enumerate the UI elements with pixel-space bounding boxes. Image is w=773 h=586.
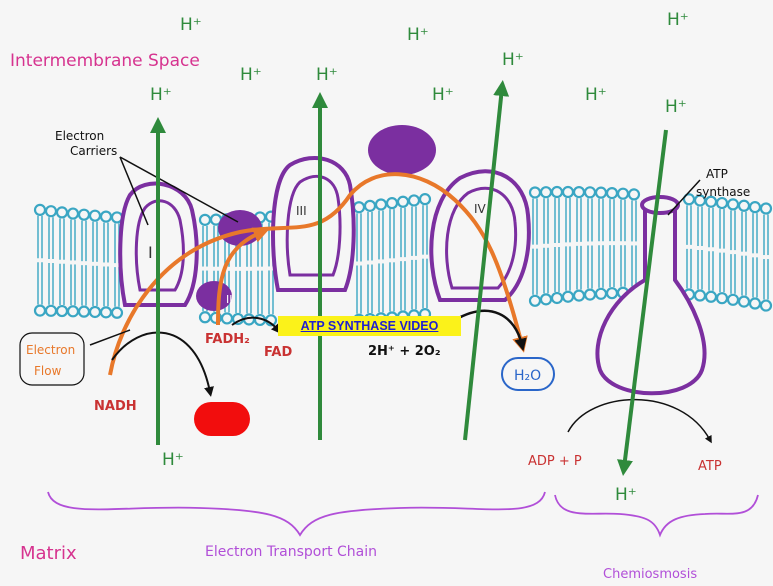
hplus-label: H⁺ xyxy=(240,65,262,85)
hplus-label: H⁺ xyxy=(407,25,429,45)
electron-carriers-label-1: Electron xyxy=(55,129,104,143)
reaction-label: 2H⁺ + 2O₂ xyxy=(368,344,441,359)
etc-label: Electron Transport Chain xyxy=(205,544,377,560)
nadh-arrow xyxy=(111,331,214,397)
water-label: H₂O xyxy=(514,368,541,384)
etc-brace xyxy=(47,491,546,537)
matrix-title: Matrix xyxy=(20,543,77,564)
fadh2-label: FADH₂ xyxy=(205,332,250,347)
atp-synthase-label-1: ATP xyxy=(706,167,728,181)
electron-flow-label-2: Flow xyxy=(34,364,62,378)
hplus-label: H⁺ xyxy=(432,85,454,105)
electron-carriers-label-2: Carriers xyxy=(70,144,117,158)
complex-iv-label: IV xyxy=(474,202,487,216)
electron-flow-box xyxy=(19,332,85,386)
proton-arrows xyxy=(150,80,668,476)
electron-flow-path xyxy=(108,172,528,376)
atp-arrow xyxy=(567,398,712,444)
hplus-label: H⁺ xyxy=(585,85,607,105)
chemiosmosis-brace xyxy=(554,494,759,538)
atp-synthase-video-link[interactable]: ATP SYNTHASE VIDEO xyxy=(278,316,461,336)
intermembrane-space-title: Intermembrane Space xyxy=(10,51,200,71)
complex-iii-label: III xyxy=(296,204,307,218)
fadh2-arrow xyxy=(231,316,282,334)
atp-label: ATP xyxy=(698,459,722,474)
atp-synthase-label-2: synthase xyxy=(696,185,750,199)
membrane-bilayer xyxy=(33,185,773,327)
hplus-label: H⁺ xyxy=(667,10,689,30)
chemiosmosis-label: Chemiosmosis xyxy=(603,567,697,582)
water-arrow xyxy=(454,309,527,352)
nadh-label: NADH xyxy=(94,399,137,414)
complex-i-label: I xyxy=(148,243,153,262)
fad-label: FAD xyxy=(264,345,292,360)
hplus-label: H⁺ xyxy=(615,485,637,505)
hplus-label: H⁺ xyxy=(150,85,172,105)
hplus-label: H⁺ xyxy=(665,97,687,117)
cytochrome-c xyxy=(368,125,436,175)
hplus-label: H⁺ xyxy=(502,50,524,70)
adp-p-label: ADP + P xyxy=(528,454,582,469)
complex-ii-label: II xyxy=(226,293,233,306)
red-blob xyxy=(194,402,250,436)
electron-flow-branch xyxy=(216,227,270,326)
water-badge xyxy=(501,357,555,391)
proton-labels: H⁺ H⁺ H⁺ H⁺ H⁺ H⁺ H⁺ H⁺ H⁺ H⁺ H⁺ H⁺ xyxy=(150,10,689,505)
electron-flow-label-1: Electron xyxy=(26,343,75,357)
hplus-label: H⁺ xyxy=(162,450,184,470)
hplus-label: H⁺ xyxy=(316,65,338,85)
hplus-label: H⁺ xyxy=(180,15,202,35)
atp-synthase xyxy=(595,179,707,396)
